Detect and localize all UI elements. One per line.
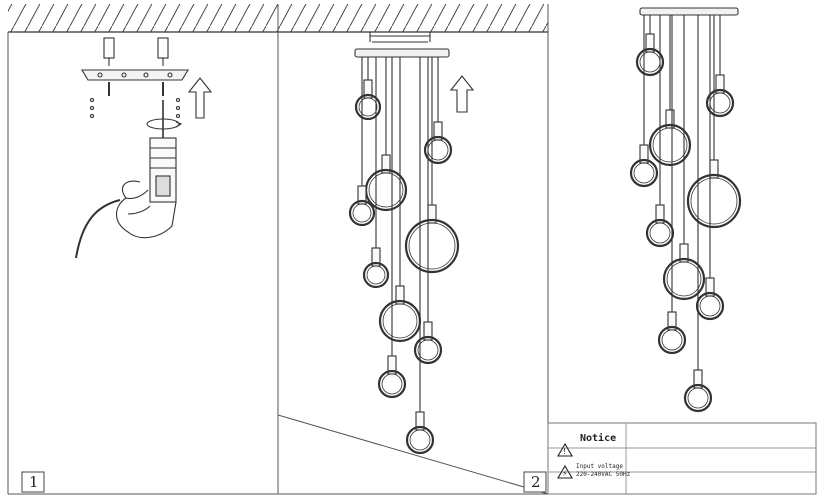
- step-1-box: [21, 471, 45, 493]
- step-number-2: 2: [531, 473, 541, 491]
- electric-icon-mark: ⚡: [562, 469, 568, 478]
- pendant-ring: [683, 15, 713, 413]
- step-2-box: [523, 471, 547, 493]
- pendant-ring: [686, 15, 742, 229]
- finished-chandelier-illustration: [639, 7, 739, 16]
- pendant-ring: [635, 15, 665, 77]
- pendant-ring: [695, 15, 725, 321]
- pendant-ring: [405, 57, 435, 455]
- panel-3-pendants: [629, 15, 742, 413]
- pendant-ring: [423, 57, 453, 165]
- electric-warning-icon: [557, 464, 573, 479]
- pendant-ring: [404, 57, 460, 274]
- pendant-ring: [648, 15, 692, 167]
- pendant-ring: [413, 57, 443, 365]
- pendant-ring: [629, 15, 659, 188]
- pendant-ring: [364, 57, 408, 212]
- pendant-ring: [657, 15, 687, 355]
- panel-2-pendants: [348, 57, 460, 455]
- pendant-ring: [348, 57, 376, 227]
- mounting-plate-illustration: [75, 37, 213, 259]
- warning-icon: [557, 442, 573, 457]
- warning-icon-mark: !: [563, 447, 566, 456]
- panel-frames: [7, 4, 817, 495]
- pendant-ring: [645, 15, 675, 248]
- step-number-1: 1: [29, 473, 39, 491]
- voltage-value: 220-240VAC 50Hz: [576, 471, 631, 478]
- voltage-label: Input voltage: [576, 463, 623, 470]
- notice-label: Notice: [580, 433, 617, 444]
- chandelier-install-illustration: [354, 32, 475, 113]
- pendant-ring: [377, 57, 407, 399]
- pendant-ring: [362, 57, 390, 289]
- pendant-ring: [354, 57, 382, 121]
- pendant-ring: [705, 15, 735, 118]
- pendant-ring: [662, 15, 706, 301]
